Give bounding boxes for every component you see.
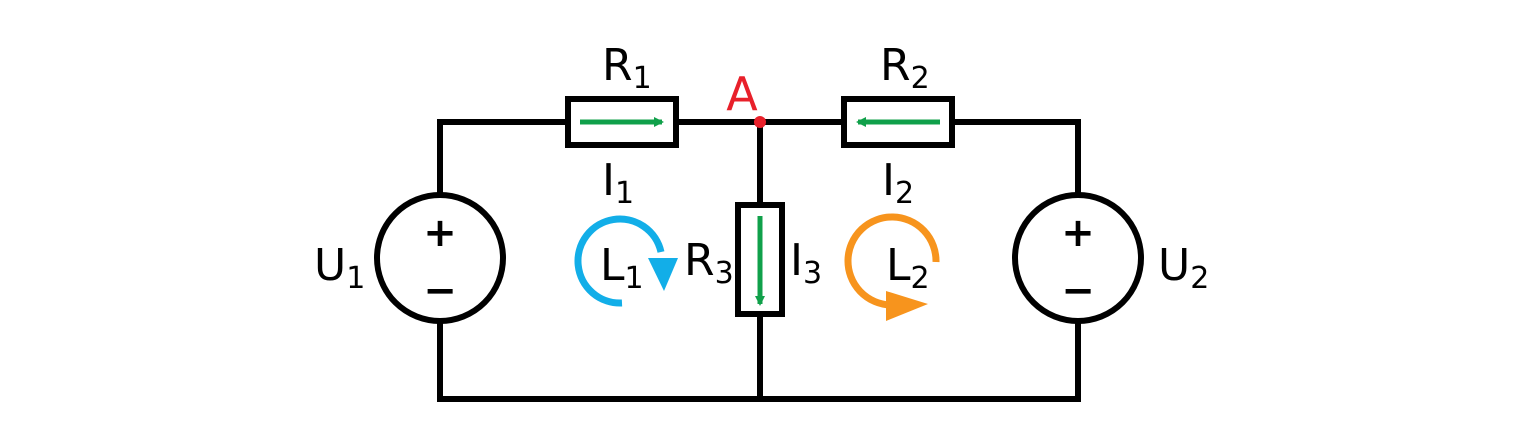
source-u2-circle <box>1012 192 1144 324</box>
source-u1-circle <box>374 192 506 324</box>
label-r2: R2 <box>880 40 930 96</box>
source-u1-minus: − <box>423 268 457 314</box>
label-r3: R3 <box>684 235 734 291</box>
voltage-source-u2: + − <box>1012 192 1144 324</box>
label-r1: R1 <box>602 40 652 96</box>
wires <box>437 119 1081 402</box>
wire-right-top <box>949 119 1081 198</box>
source-u2-minus: − <box>1061 268 1095 314</box>
node-a-dot <box>754 116 766 128</box>
loop-l2-arrow <box>844 213 940 321</box>
loop-l1-arrow <box>574 215 678 307</box>
label-u2: U2 <box>1158 240 1209 296</box>
wire-bottom <box>437 317 1081 402</box>
source-u1-plus: + <box>423 210 457 256</box>
label-l2: L2 <box>886 240 930 296</box>
label-i1: I1 <box>602 155 634 211</box>
label-i2: I2 <box>882 155 914 211</box>
label-i3: I3 <box>790 235 822 291</box>
wire-left-top <box>437 119 571 198</box>
label-l1: L1 <box>600 240 644 296</box>
source-u2-plus: + <box>1061 210 1095 256</box>
label-u1: U1 <box>314 240 365 296</box>
voltage-source-u1: + − <box>374 192 506 324</box>
node-a-label: A <box>726 67 758 121</box>
